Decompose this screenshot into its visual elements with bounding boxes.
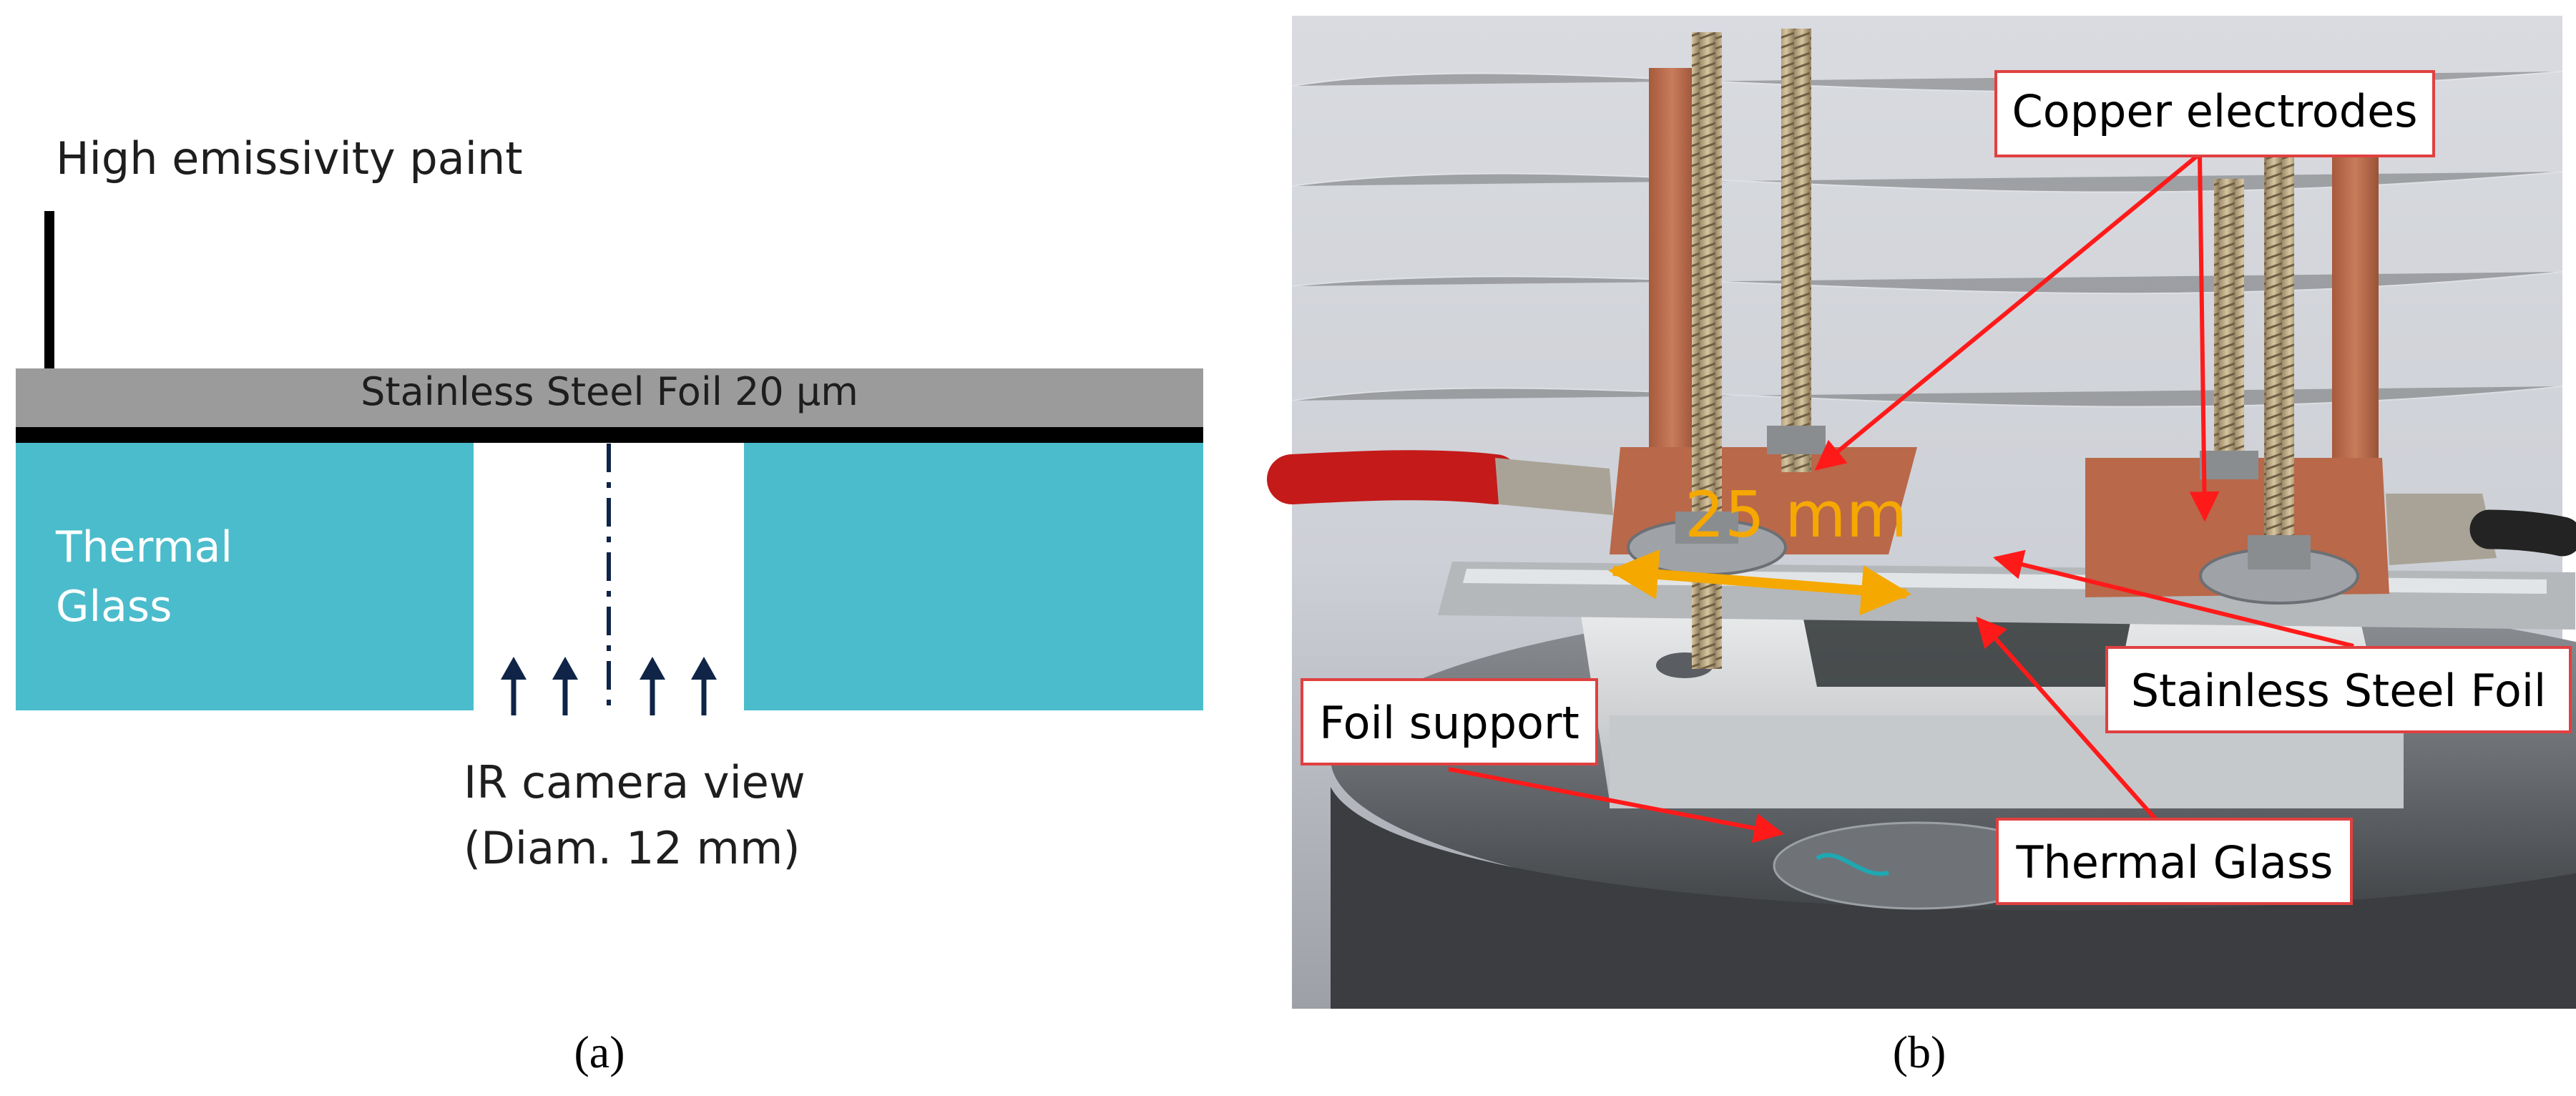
thermal-glass-label-line2: Glass: [56, 582, 172, 632]
paint-layer: [16, 427, 1203, 443]
base-disk-side: [1331, 787, 2576, 1009]
blue-marking: [1816, 853, 1889, 876]
nut-left-back: [1767, 426, 1826, 454]
red-cable: [1267, 450, 1520, 504]
arrow-up-icon: [640, 657, 665, 715]
callout-copper-electrodes-text: Copper electrodes: [2012, 85, 2417, 137]
arrow-up-icon: [552, 657, 578, 715]
leader-electrodes-left: [1814, 152, 2201, 471]
callout-thermal-glass: Thermal Glass: [1996, 818, 2353, 905]
callout-box: [1994, 70, 2435, 157]
nut-left-front: [1675, 512, 1738, 544]
ir-view-label-line1: IR camera view: [464, 756, 805, 808]
copper-electrode-left-vertical: [1649, 68, 1695, 501]
thermal-glass-label-line1: Thermal: [55, 522, 232, 572]
leader-foil-support: [1448, 767, 1785, 843]
ir-view-arrows: [501, 657, 717, 715]
callout-stainless-steel-foil: Stainless Steel Foil: [2105, 646, 2572, 733]
bolt-right-back: [2214, 179, 2244, 479]
steel-foil-label: Stainless Steel Foil 20 µm: [361, 369, 858, 414]
black-cable: [2469, 509, 2576, 557]
callout-box: [2105, 646, 2572, 733]
caption-a: (a): [574, 1027, 625, 1077]
panel-a-schematic: High emissivity paint Stainless Steel Fo…: [16, 132, 1203, 1077]
nut-right-back: [2200, 451, 2258, 479]
cable-lug-right: [2386, 494, 2497, 565]
bolt-right-front: [2264, 125, 2294, 590]
cable-lug-left: [1495, 458, 1613, 515]
steel-foil-layer: [16, 368, 1203, 427]
callout-copper-electrodes: Copper electrodes: [1994, 70, 2435, 157]
arrow-up-icon: [691, 657, 717, 715]
thermal-glass-left: [16, 443, 474, 710]
callout-box: [1301, 678, 1598, 765]
leader-electrodes-right: [2189, 153, 2220, 522]
callout-lines: [1448, 152, 2354, 843]
arrow-up-icon: [501, 657, 527, 715]
panel-b-photo: 25 mm Copper electrodes Stainless Steel …: [1267, 16, 2576, 1077]
callout-foil-support-text: Foil support: [1319, 697, 1580, 749]
dimension-arrow: [1608, 549, 1911, 615]
callout-box: [1996, 818, 2353, 905]
thermal-glass-right: [744, 443, 1203, 710]
bolt-left-back: [1781, 29, 1811, 472]
caption-b: (b): [1893, 1027, 1946, 1077]
callout-stainless-steel-foil-text: Stainless Steel Foil: [2131, 665, 2547, 717]
ir-view-label-line2: (Diam. 12 mm): [464, 822, 800, 874]
callout-foil-support: Foil support: [1301, 678, 1598, 765]
paint-label: High emissivity paint: [56, 132, 523, 185]
nut-right-front: [2248, 535, 2311, 569]
callout-thermal-glass-text: Thermal Glass: [2016, 836, 2333, 889]
thermal-glass-piece: [1803, 615, 2132, 687]
leader-thermal-glass: [1976, 616, 2177, 842]
leader-steel-foil: [1992, 549, 2354, 648]
dimension-label: 25 mm: [1685, 478, 1907, 552]
